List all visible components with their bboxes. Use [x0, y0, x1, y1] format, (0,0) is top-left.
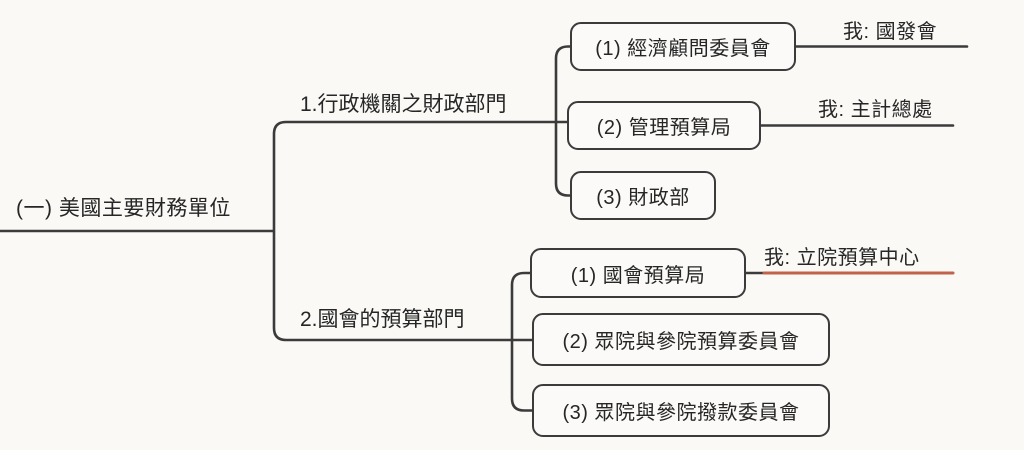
node-house-senate-budget-committees[interactable]: (2) 眾院與參院預算委員會: [532, 313, 830, 366]
note-liyuan-budget-center[interactable]: 我: 立院預算中心: [764, 247, 920, 269]
node-economic-advisers-council[interactable]: (1) 經濟顧問委員會: [570, 22, 796, 71]
node-house-senate-appropriations-committees[interactable]: (3) 眾院與參院撥款委員會: [532, 384, 830, 437]
node-office-management-budget[interactable]: (2) 管理預算局: [567, 101, 761, 150]
root-node[interactable]: (一) 美國主要財務單位: [16, 197, 231, 220]
note-guofahui[interactable]: 我: 國發會: [843, 21, 938, 43]
branch2-children-connector: [510, 271, 534, 412]
node-congressional-budget-office[interactable]: (1) 國會預算局: [530, 248, 746, 298]
branch-1-label[interactable]: 1.行政機關之財政部門: [300, 93, 507, 116]
note-zhujizongchu[interactable]: 我: 主計總處: [818, 99, 933, 121]
root-branch-connector: [0, 120, 569, 342]
branch1-children-connector: [554, 45, 572, 197]
node-treasury-department[interactable]: (3) 財政部: [570, 171, 716, 220]
branch-2-label[interactable]: 2.國會的預算部門: [300, 308, 465, 331]
